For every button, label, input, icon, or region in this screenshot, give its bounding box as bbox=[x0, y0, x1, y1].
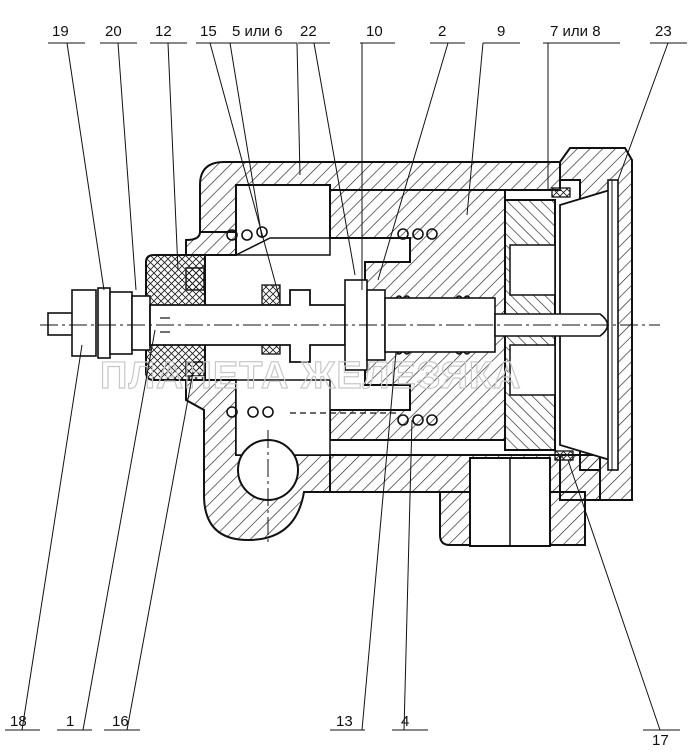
callout-label: 19 bbox=[52, 23, 69, 40]
callout-label: 18 bbox=[10, 713, 27, 730]
callout-label: 15 bbox=[200, 23, 217, 40]
callout-label: 10 bbox=[366, 23, 383, 40]
callout-label: 4 bbox=[401, 713, 409, 730]
watermark: ПЛАНЕТА ЖЕЛЕЗЯКА bbox=[100, 355, 522, 397]
callout-label: 1 bbox=[66, 713, 74, 730]
callout-labels-top: 19 20 12 15 5 или 6 22 10 2 9 7 или 8 23 bbox=[52, 23, 672, 40]
callouts-bottom bbox=[5, 329, 680, 731]
callout-label: 20 bbox=[105, 23, 122, 40]
callout-label: 16 bbox=[112, 713, 129, 730]
callout-label: 9 bbox=[497, 23, 505, 40]
callout-label: 23 bbox=[655, 23, 672, 40]
callout-label: 5 или 6 bbox=[232, 23, 283, 40]
center-lines bbox=[40, 324, 660, 545]
callout-label: 2 bbox=[438, 23, 446, 40]
callout-labels-bottom: 18 1 16 13 4 17 bbox=[10, 713, 669, 749]
callout-label: 17 bbox=[652, 732, 669, 749]
callouts-top bbox=[48, 42, 687, 301]
callout-label: 13 bbox=[336, 713, 353, 730]
callout-label: 22 bbox=[300, 23, 317, 40]
callout-label: 7 или 8 bbox=[550, 23, 601, 40]
callout-label: 12 bbox=[155, 23, 172, 40]
